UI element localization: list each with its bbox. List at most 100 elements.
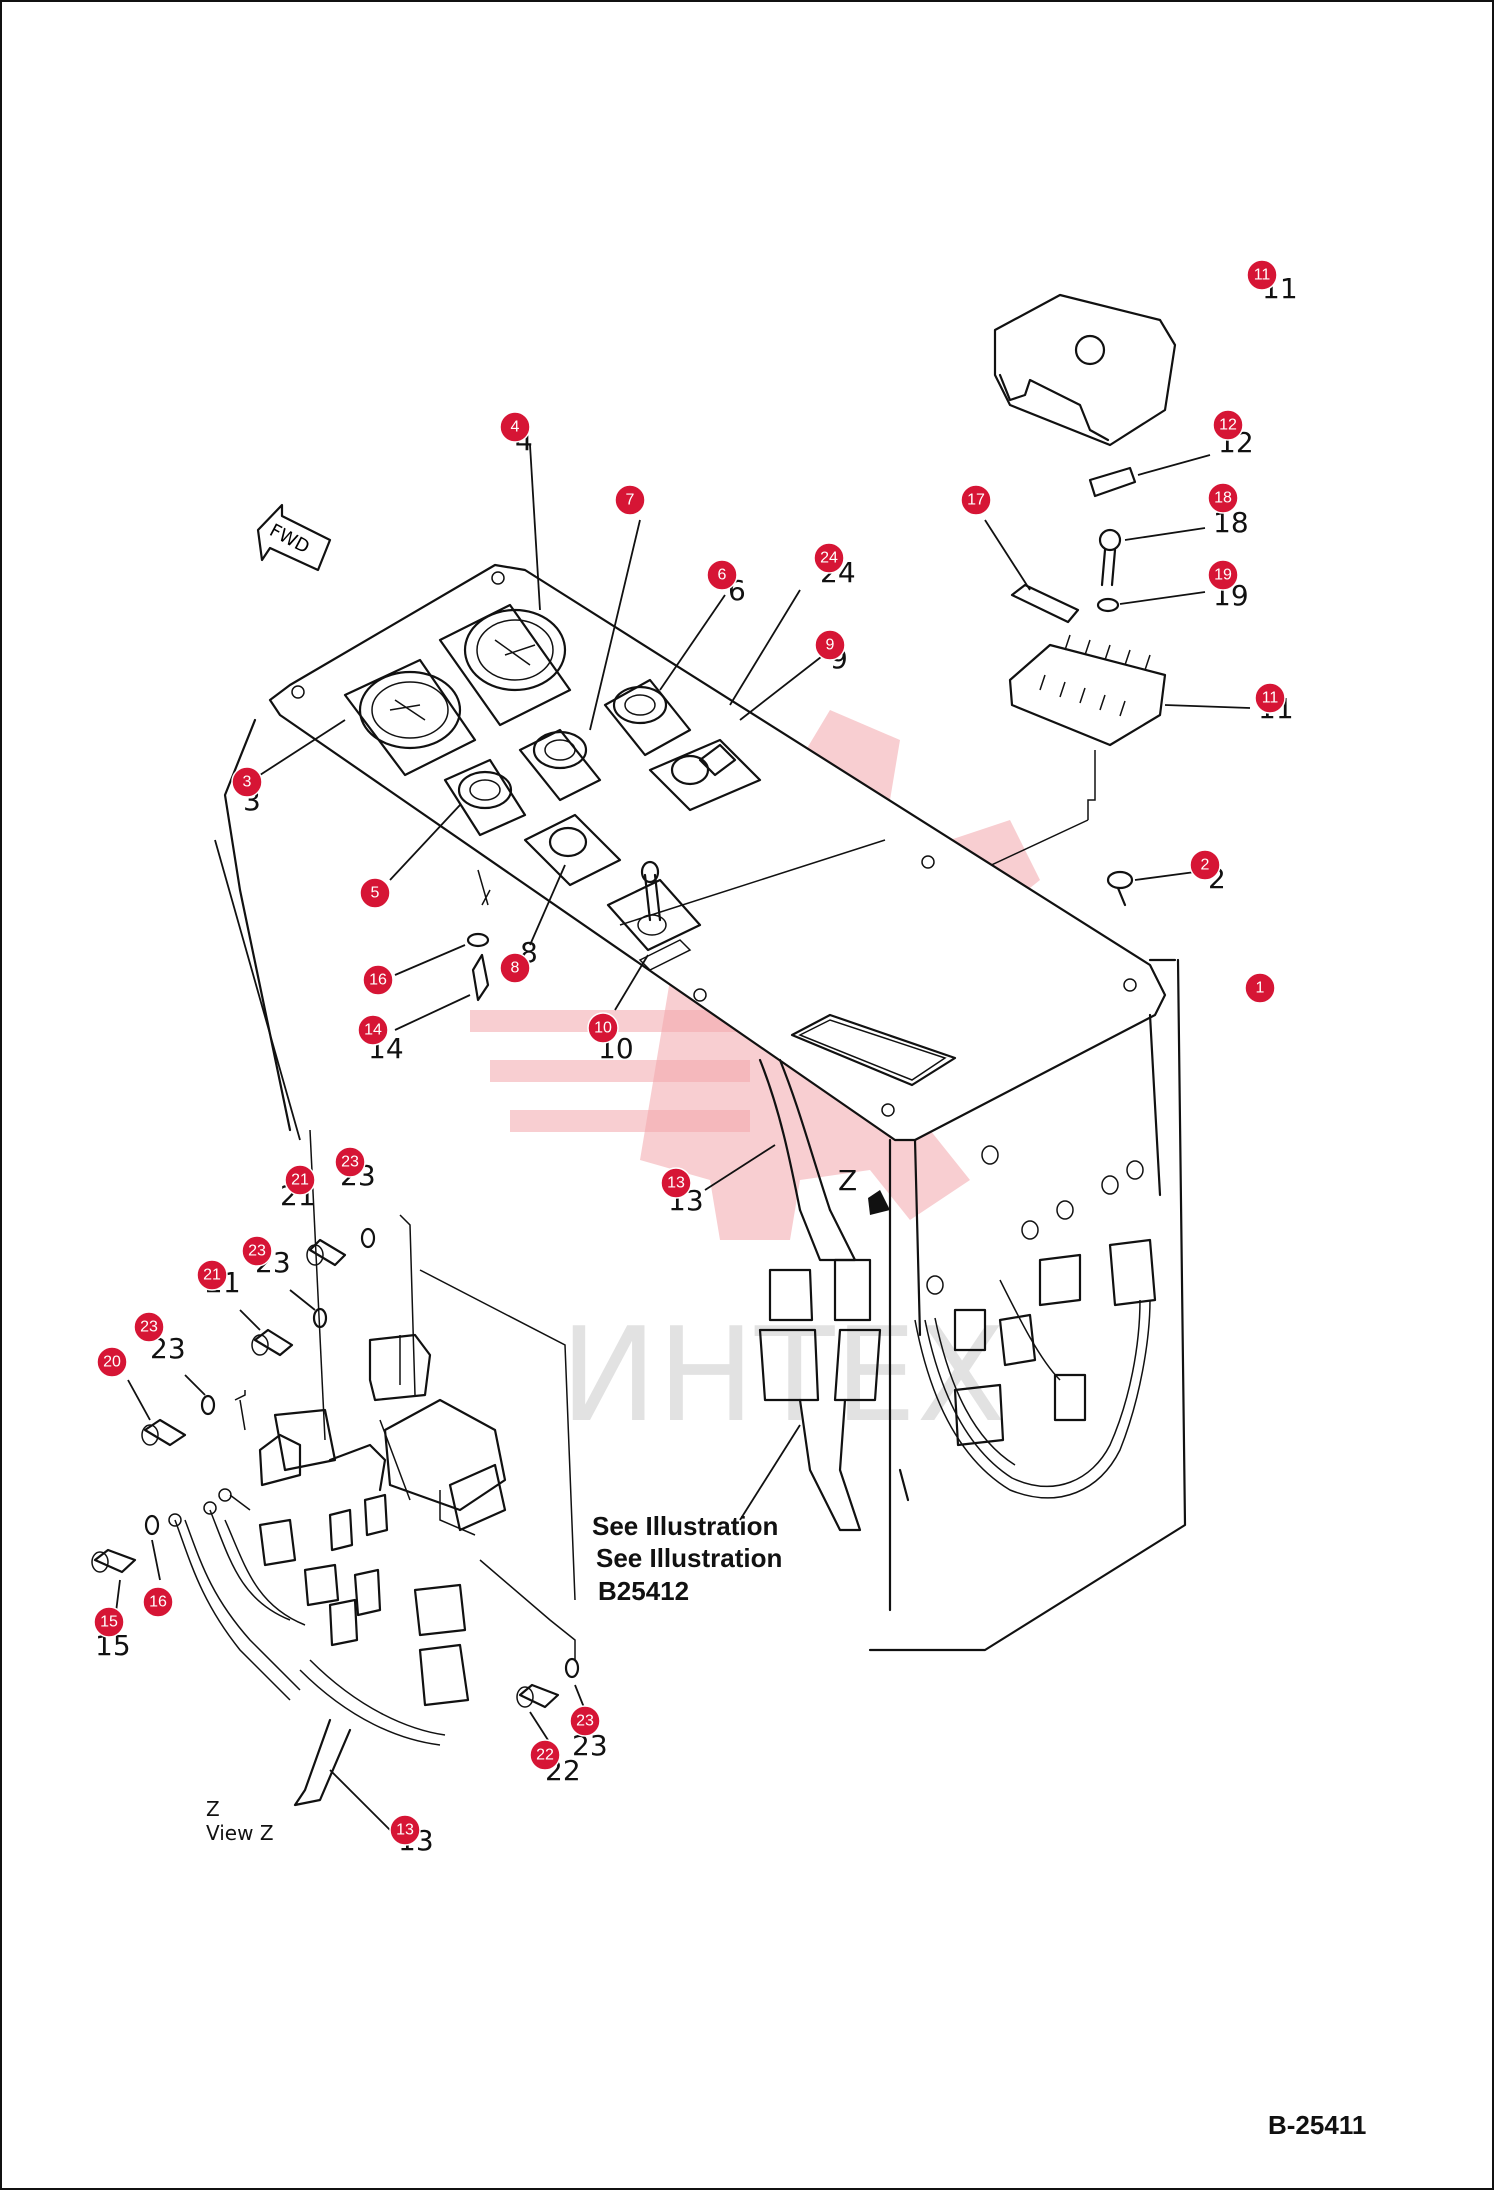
callout-label: 18	[1214, 490, 1232, 507]
screw-part-2	[1106, 870, 1196, 907]
callout-badge	[196, 1259, 228, 1291]
washer-part-23-lower	[564, 1657, 586, 1711]
callout-badge	[813, 542, 845, 574]
fwd-label: FWD	[266, 520, 313, 558]
callout-22[interactable]: 22	[529, 1739, 561, 1771]
callout-3[interactable]: 3	[231, 766, 263, 798]
callout-23[interactable]: 23	[241, 1235, 273, 1267]
cover-part-11	[993, 293, 1177, 447]
callout-label: 23	[341, 1154, 359, 1171]
callout-badge	[499, 411, 531, 443]
meter-part-7	[518, 519, 641, 802]
see-illustration-label: See Illustration	[592, 1511, 778, 1541]
callout-10[interactable]: 10	[587, 1012, 619, 1044]
callout-label: 21	[203, 1267, 221, 1284]
callout-16[interactable]: 16	[142, 1586, 174, 1618]
callout-7[interactable]: 7	[614, 484, 646, 516]
gauge-part-4	[438, 444, 572, 727]
callout-label: 12	[1219, 417, 1237, 434]
callout-23[interactable]: 23	[133, 1311, 165, 1343]
callout-badge	[1207, 482, 1239, 514]
callout-14[interactable]: 14	[357, 1014, 389, 1046]
callout-badge	[1212, 409, 1244, 441]
callout-label: 7	[626, 492, 635, 509]
callout-badge	[614, 484, 646, 516]
callout-badge	[660, 1167, 692, 1199]
callout-12[interactable]: 12	[1212, 409, 1244, 441]
washer-part-23-upper	[360, 1227, 376, 1249]
callout-20[interactable]: 20	[96, 1346, 128, 1378]
callout-label: 8	[511, 960, 520, 977]
callout-23[interactable]: 23	[334, 1146, 366, 1178]
callout-label: 11	[1254, 267, 1271, 284]
washer-part-23-mid	[289, 1289, 328, 1329]
pin-part-12	[1088, 454, 1211, 498]
callout-badge	[814, 629, 846, 661]
callout-badge	[569, 1705, 601, 1737]
fwd-arrow: FWD	[256, 503, 332, 572]
callout-badge	[359, 877, 391, 909]
callout-badge	[142, 1586, 174, 1618]
callout-label: 11	[1262, 690, 1279, 707]
callout-6[interactable]: 6	[706, 559, 738, 591]
callout-24[interactable]: 24	[813, 542, 845, 574]
callout-label: 6	[718, 567, 727, 584]
plate-part-17	[984, 519, 1080, 624]
view-z-detail	[168, 1214, 576, 1831]
view-caption: View Z	[206, 1821, 274, 1845]
callout-label: 17	[967, 492, 985, 509]
callout-badge	[362, 964, 394, 996]
bolt-part-21-upper	[306, 1238, 347, 1267]
callout-21[interactable]: 21	[196, 1259, 228, 1291]
callout-label: 10	[594, 1020, 612, 1037]
callout-label: 23	[248, 1243, 266, 1260]
callout-label: 13	[667, 1175, 685, 1192]
callout-9[interactable]: 9	[814, 629, 846, 661]
callout-badge	[499, 952, 531, 984]
callout-label: 16	[149, 1594, 167, 1611]
callout-11[interactable]: 11	[1246, 259, 1278, 291]
callout-5[interactable]: 5	[359, 877, 391, 909]
console-box	[223, 563, 1187, 1652]
callout-label: 3	[243, 774, 252, 791]
callout-13[interactable]: 13	[660, 1167, 692, 1199]
see-illustration-label: See Illustration	[596, 1543, 782, 1573]
callout-1[interactable]: 1	[1244, 972, 1276, 1004]
callout-badge	[706, 559, 738, 591]
callout-badge	[1244, 972, 1276, 1004]
callout-2[interactable]: 2	[1189, 849, 1221, 881]
callout-8[interactable]: 8	[499, 952, 531, 984]
callout-badge	[1189, 849, 1221, 881]
callout-18[interactable]: 18	[1207, 482, 1239, 514]
callout-21[interactable]: 21	[284, 1164, 316, 1196]
callout-13[interactable]: 13	[389, 1814, 421, 1846]
callout-badge	[960, 484, 992, 516]
meter-part-5	[389, 758, 527, 881]
callout-15[interactable]: 15	[93, 1606, 125, 1638]
callout-11[interactable]: 11	[1254, 682, 1286, 714]
side-connectors: Z	[838, 1164, 1157, 1499]
gauge-part-3	[259, 658, 477, 777]
wire-harness-13	[704, 1058, 882, 1532]
callout-17[interactable]: 17	[960, 484, 992, 516]
callout-16[interactable]: 16	[362, 964, 394, 996]
callout-label: 16	[369, 972, 387, 989]
callout-19[interactable]: 19	[1207, 559, 1239, 591]
callout-4[interactable]: 4	[499, 411, 531, 443]
callout-label: 23	[576, 1713, 594, 1730]
callout-badge	[231, 766, 263, 798]
callout-badge	[133, 1311, 165, 1343]
callout-23[interactable]: 23	[569, 1705, 601, 1737]
meter-part-6	[603, 594, 726, 757]
callout-label: 23	[140, 1319, 158, 1336]
callout-label: 21	[291, 1172, 309, 1189]
callout-badge	[284, 1164, 316, 1196]
callout-badge	[587, 1012, 619, 1044]
key-switch-part-9	[648, 589, 831, 812]
bolt-part-21-lower	[239, 1309, 294, 1357]
screw-part-14	[394, 869, 491, 1031]
callout-label: 2	[1201, 857, 1210, 874]
